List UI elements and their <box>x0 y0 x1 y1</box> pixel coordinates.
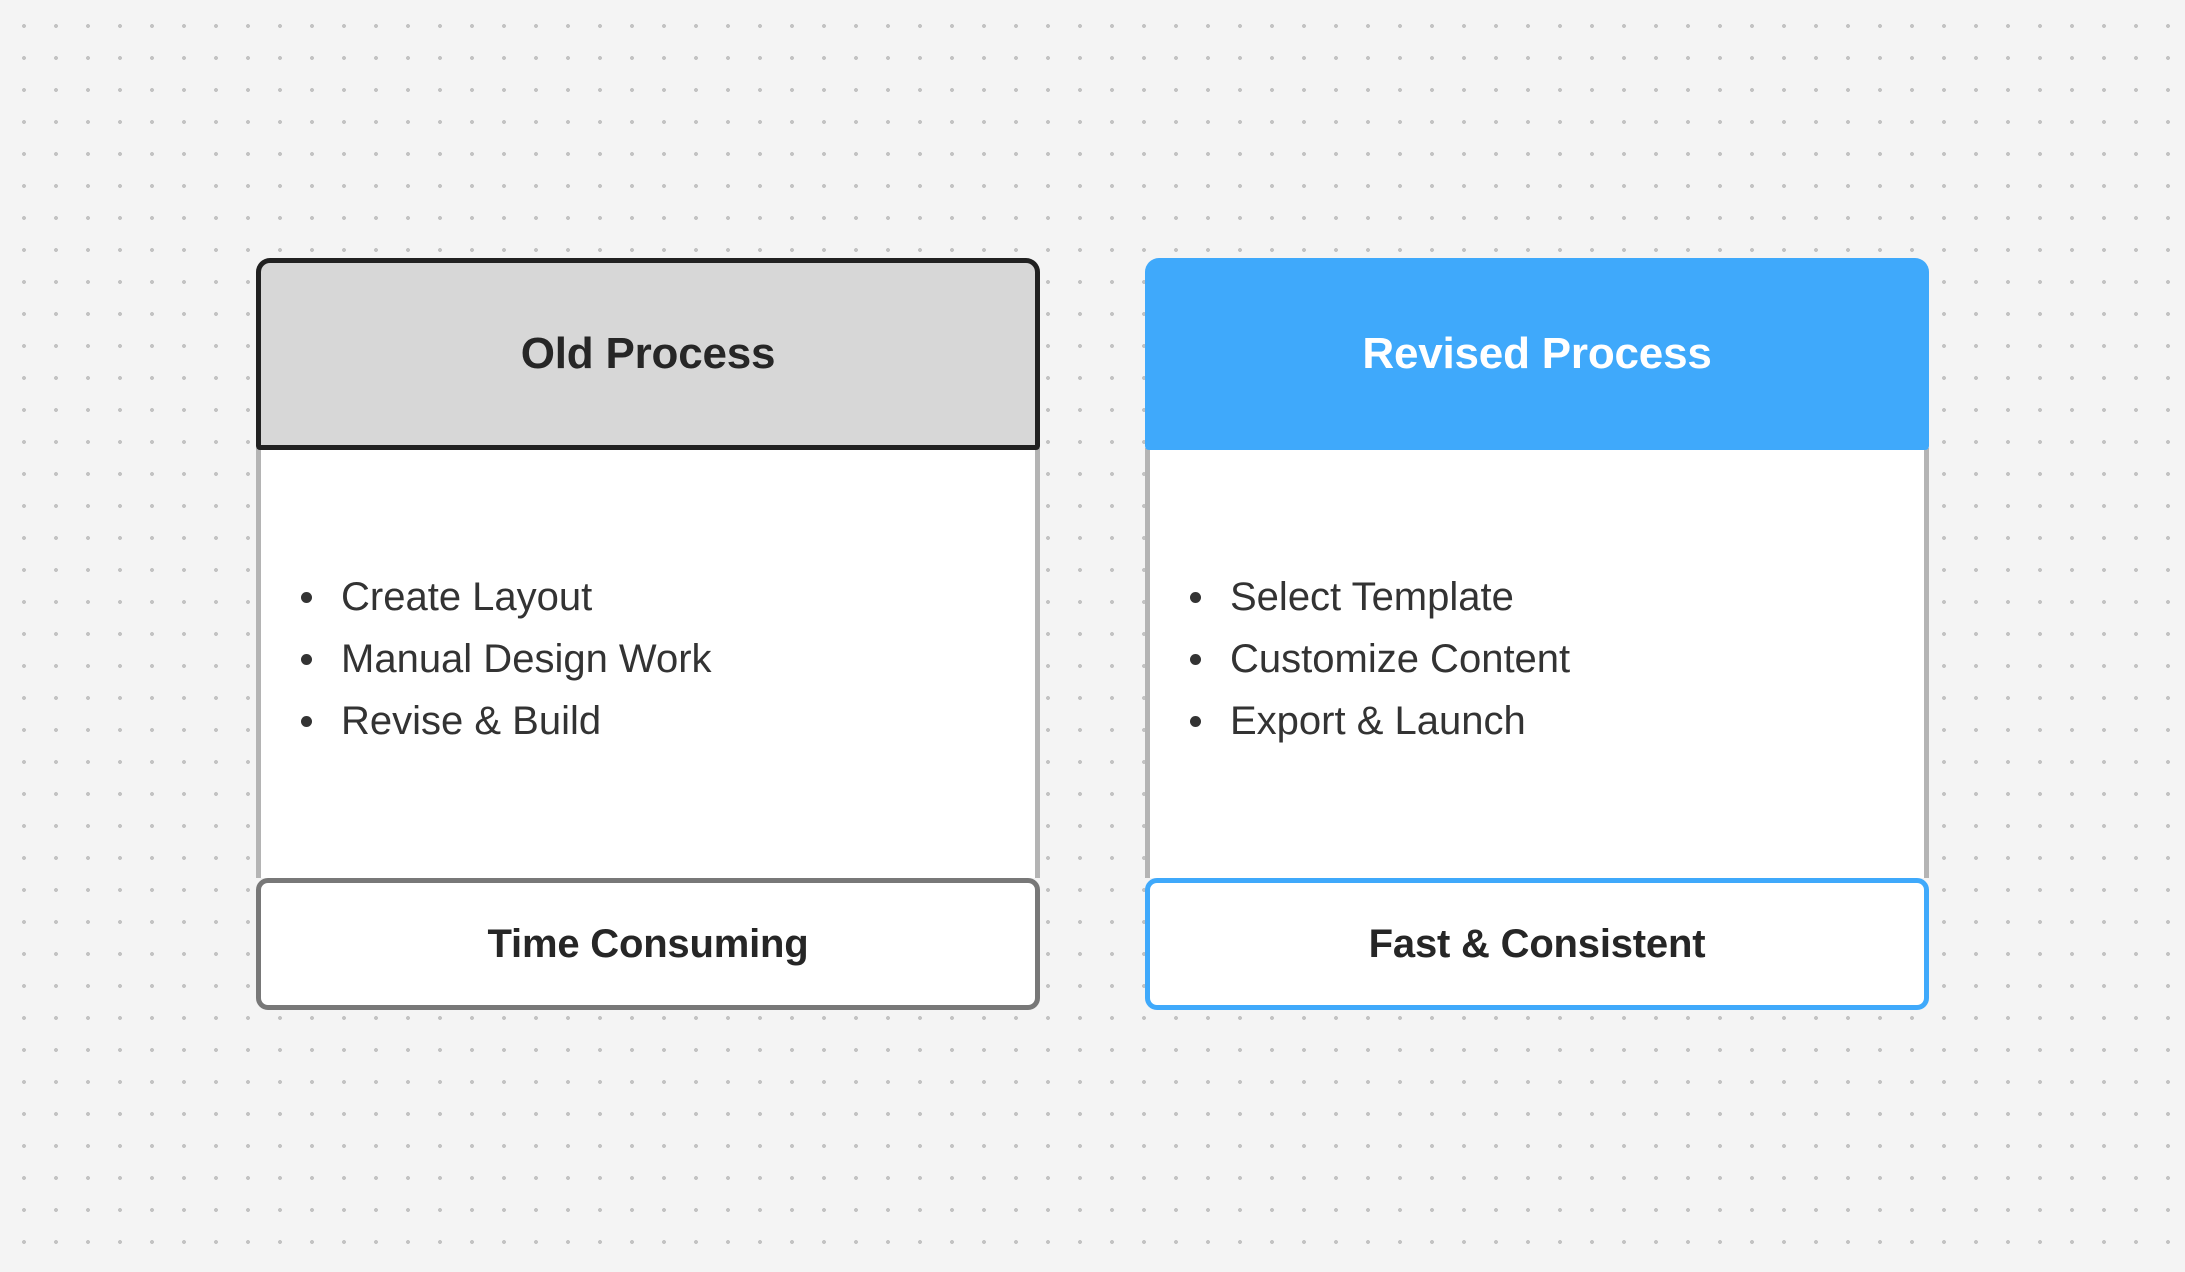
step-label: Export & Launch <box>1230 699 1526 743</box>
bullet-dot-icon <box>1190 654 1201 665</box>
column-body-revised: Select Template Customize Content Export… <box>1145 448 1929 878</box>
list-item[interactable]: Customize Content <box>1184 633 1914 685</box>
step-label: Revise & Build <box>341 699 602 743</box>
bullet-dot-icon <box>1190 716 1201 727</box>
column-body-old: Create Layout Manual Design Work Revise … <box>256 448 1040 878</box>
column-header-old[interactable]: Old Process <box>256 258 1040 450</box>
step-label: Create Layout <box>341 575 593 619</box>
steps-list-revised: Select Template Customize Content Export… <box>1184 571 1914 747</box>
column-title-old: Old Process <box>520 329 776 378</box>
bullet-dot-icon <box>301 716 312 727</box>
column-footer-old[interactable]: Time Consuming <box>256 878 1040 1010</box>
column-title-revised: Revised Process <box>1362 329 1712 378</box>
step-label: Select Template <box>1230 575 1514 619</box>
steps-list-old: Create Layout Manual Design Work Revise … <box>295 571 1025 747</box>
list-item[interactable]: Export & Launch <box>1184 695 1914 747</box>
step-label: Manual Design Work <box>341 637 712 681</box>
list-item[interactable]: Select Template <box>1184 571 1914 623</box>
column-footer-revised[interactable]: Fast & Consistent <box>1145 878 1929 1010</box>
list-item[interactable]: Revise & Build <box>295 695 1025 747</box>
column-header-revised[interactable]: Revised Process <box>1145 258 1929 450</box>
process-column-revised: Revised Process Select Template Customiz… <box>1145 258 1929 1010</box>
bullet-dot-icon <box>1190 592 1201 603</box>
step-label: Customize Content <box>1230 637 1571 681</box>
list-item[interactable]: Manual Design Work <box>295 633 1025 685</box>
outcome-label-old: Time Consuming <box>487 921 809 966</box>
process-column-old: Old Process Create Layout Manual Design … <box>256 258 1040 1010</box>
list-item[interactable]: Create Layout <box>295 571 1025 623</box>
outcome-label-revised: Fast & Consistent <box>1368 921 1706 966</box>
bullet-dot-icon <box>301 592 312 603</box>
bullet-dot-icon <box>301 654 312 665</box>
